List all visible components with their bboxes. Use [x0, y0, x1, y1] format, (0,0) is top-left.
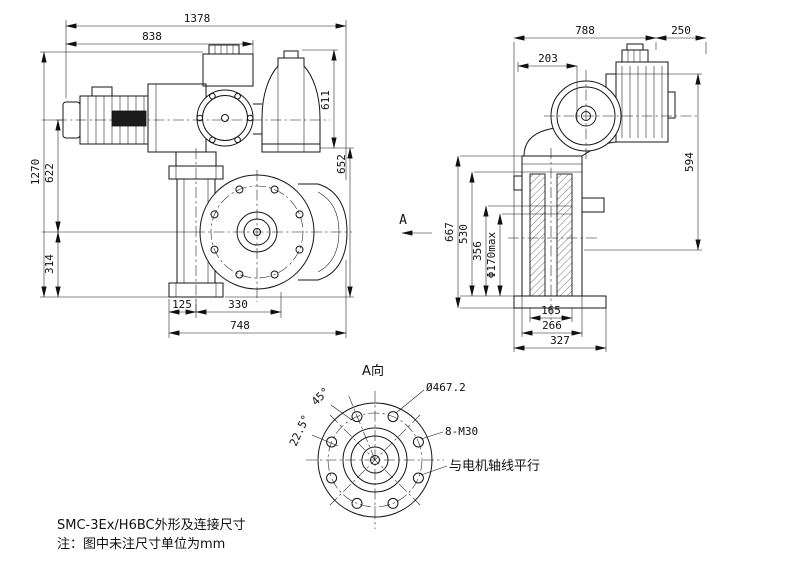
- cover-bolts: [196, 92, 254, 144]
- terminal-box: [202, 44, 254, 87]
- section-hatch-right: [556, 173, 573, 297]
- side-motor: [605, 43, 676, 143]
- dim-667: 667: [443, 222, 456, 242]
- side-view: [508, 43, 700, 320]
- flange-bolt-holes: [326, 411, 424, 509]
- flange-view: A向 Ø467.2 8-M30 与电机轴线平行 45: [287, 363, 540, 529]
- dim-1270: 1270: [29, 159, 42, 186]
- dim-838: 838: [142, 30, 162, 43]
- flange-bolt-pcd: [327, 412, 423, 508]
- drawing-title: SMC-3Ex/H6BC外形及连接尺寸: [57, 517, 246, 533]
- title-block: SMC-3Ex/H6BC外形及连接尺寸 注：图中未注尺寸单位为mm: [57, 517, 246, 552]
- side-centerlines: [508, 70, 700, 320]
- dim-327: 327: [550, 334, 570, 347]
- callout-parallel-note: 与电机轴线平行: [449, 459, 540, 474]
- flange-outer-circle: [317, 402, 433, 518]
- dim-622: 622: [43, 163, 56, 183]
- drawing-note: 注：图中未注尺寸单位为mm: [57, 537, 225, 552]
- side-dimensions: 788 250 203 594 667 530 356 Φ170max 165 …: [443, 24, 707, 352]
- dim-250: 250: [671, 24, 691, 37]
- side-column: [513, 155, 607, 309]
- section-hatch-left: [529, 173, 546, 297]
- round-cover: [196, 89, 254, 147]
- callout-bolt-spec: 8-M30: [445, 425, 478, 438]
- flange-view-label: A向: [362, 363, 384, 379]
- dim-788: 788: [575, 24, 595, 37]
- dim-266: 266: [542, 319, 562, 332]
- dim-594: 594: [683, 152, 696, 172]
- flange-centerlines: [306, 391, 444, 529]
- dim-748: 748: [230, 319, 250, 332]
- dim-1378: 1378: [184, 12, 211, 25]
- dim-125: 125: [172, 298, 192, 311]
- dim-bore-170: Φ170max: [485, 231, 498, 278]
- motor-assembly: [62, 86, 149, 145]
- dim-330: 330: [228, 298, 248, 311]
- section-arrow: A: [399, 213, 432, 236]
- dim-611: 611: [319, 90, 332, 110]
- dim-203: 203: [538, 52, 558, 65]
- dim-356: 356: [471, 241, 484, 261]
- front-dimensions: 1378 838 611 652 1270 622 314 125 330 74…: [29, 12, 354, 338]
- handwheel-edge: [261, 50, 321, 153]
- dim-652: 652: [335, 154, 348, 174]
- callout-angle-22-5: 22.5°: [287, 413, 313, 449]
- motor-nameplate: [111, 110, 147, 127]
- dim-530: 530: [457, 224, 470, 244]
- flange-callouts: Ø467.2 8-M30 与电机轴线平行 45° 22.5°: [287, 381, 540, 476]
- front-view: [56, 44, 352, 312]
- callout-angle-45: 45°: [309, 385, 332, 408]
- callout-outer-diameter: Ø467.2: [426, 381, 466, 394]
- dim-314: 314: [43, 254, 56, 274]
- gearbox-bolts: [210, 185, 304, 279]
- front-centerlines: [56, 119, 352, 312]
- section-label: A: [399, 213, 407, 228]
- side-motor-fins: [621, 66, 663, 138]
- motor-junction-bump: [91, 86, 113, 97]
- dim-165: 165: [541, 304, 561, 317]
